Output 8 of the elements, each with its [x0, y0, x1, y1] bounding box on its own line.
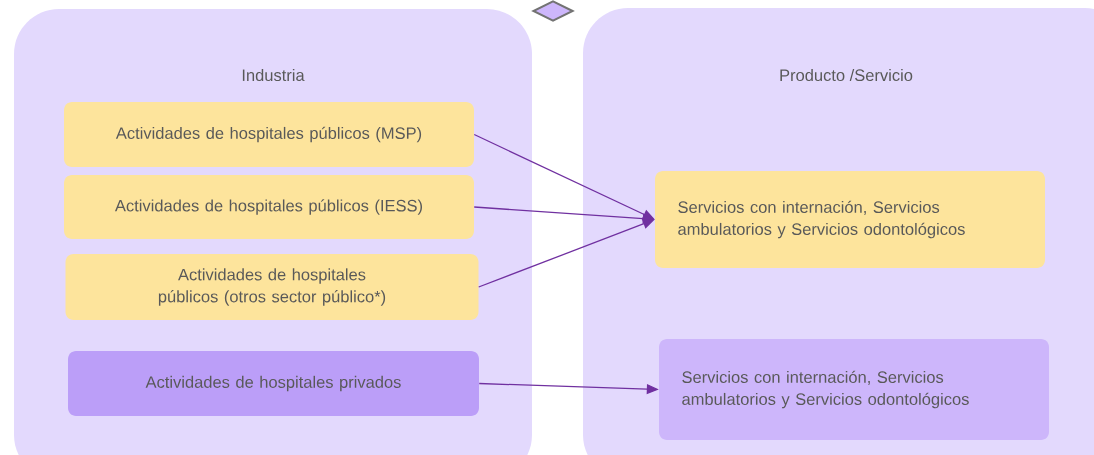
panel-heading: Industria: [242, 68, 305, 82]
category-box: Actividades de hospitales públicos (IESS): [64, 175, 474, 239]
category-box: Actividades de hospitales públicos (MSP): [64, 102, 474, 167]
category-box: Actividades de hospitales públicos (otros sector público*): [65, 254, 479, 320]
service-box: Servicios con internación, Servicios ambulatorios y Servicios odontológicos: [655, 171, 1045, 268]
service-box: Servicios con internación, Servicios ambulatorios y Servicios odontológicos: [659, 339, 1049, 440]
panel-heading: Producto /Servicio: [780, 68, 913, 82]
category-box: Actividades de hospitales privados: [68, 351, 479, 416]
